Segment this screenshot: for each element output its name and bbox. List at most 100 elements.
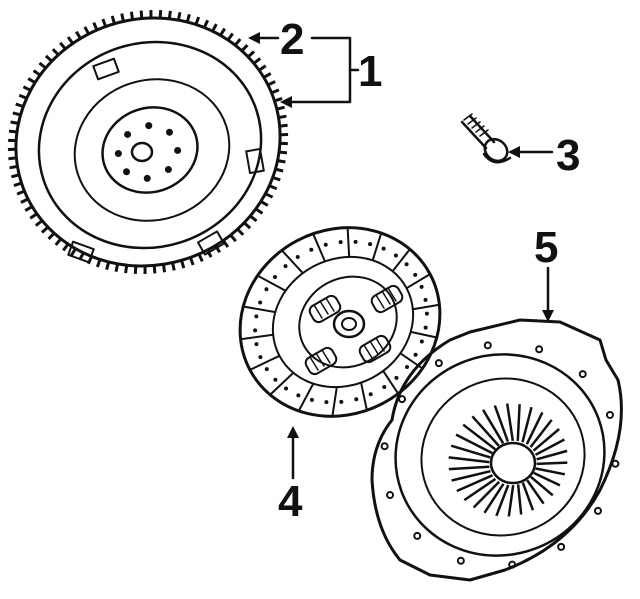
- pressure-plate-inner-ring: [420, 377, 586, 537]
- disc-segment-groove: [382, 370, 400, 395]
- diaphragm-finger: [507, 485, 515, 517]
- disc-rivet: [272, 275, 277, 280]
- disc-rivet: [253, 328, 258, 333]
- diaphragm-finger: [493, 405, 510, 443]
- flywheel-ring-gear-teeth: [7, 10, 289, 274]
- diaphragm-finger: [516, 404, 521, 442]
- pressure-plate-outer-ring: [394, 353, 606, 557]
- disc-hub-bore: [341, 317, 357, 331]
- disc-damper-spring: [358, 334, 392, 364]
- disc-segment-groove: [360, 382, 368, 411]
- flywheel-hub: [101, 106, 199, 194]
- diaphragm-finger: [534, 438, 565, 456]
- cover-mounting-hole: [611, 459, 620, 468]
- disc-rivet: [273, 377, 278, 382]
- disc-rivet: [323, 242, 328, 247]
- diaphragm-finger: [532, 428, 560, 452]
- disc-rivet: [381, 246, 386, 251]
- disc-rivet: [405, 364, 410, 369]
- flywheel-center-bore: [130, 141, 154, 163]
- disc-splined-hub: [332, 309, 366, 339]
- disc-rivet: [413, 272, 418, 277]
- disc-segment-groove: [257, 274, 287, 292]
- diaphragm-finger: [483, 483, 505, 514]
- diaphragm-finger: [505, 403, 515, 441]
- bolt-shank: [460, 114, 496, 150]
- disc-rivet: [419, 339, 424, 344]
- disc-rivet: [368, 392, 373, 397]
- flywheel-bolt-hole: [165, 128, 173, 136]
- disc-rivet: [368, 242, 373, 247]
- disc-rivet: [382, 385, 387, 390]
- pressure-plate-mounting-holes: [380, 341, 620, 569]
- diaphragm-finger: [472, 480, 501, 509]
- flywheel-bolt-hole: [114, 150, 122, 158]
- diaphragm-finger: [471, 415, 500, 447]
- flywheel-bolt: [460, 113, 512, 164]
- flywheel: [7, 10, 289, 274]
- cover-mounting-hole: [380, 442, 389, 451]
- disc-rivet: [339, 399, 344, 404]
- cover-mounting-hole: [508, 560, 517, 569]
- disc-rivet: [353, 239, 358, 244]
- disc-rivet: [424, 311, 429, 316]
- disc-segment-groove: [312, 233, 326, 262]
- bolt-threads: [463, 113, 489, 137]
- diaphragm-finger: [456, 474, 494, 493]
- disc-segment-groove: [243, 305, 276, 314]
- disc-rivet: [324, 400, 329, 405]
- callout-label-4: 4: [278, 477, 303, 526]
- diaphragm-finger: [535, 467, 566, 476]
- disc-outer-edge: [238, 226, 442, 418]
- cover-mounting-hole: [434, 359, 443, 368]
- diaphragm-finger: [448, 456, 490, 464]
- cover-mounting-hole: [413, 531, 422, 540]
- flywheel-outer-rim: [14, 16, 282, 268]
- disc-rivet: [258, 355, 263, 360]
- disc-hub-plate: [298, 275, 398, 369]
- disc-rivet: [309, 247, 314, 252]
- disc-rivet: [254, 314, 259, 319]
- disc-rivet: [309, 397, 314, 402]
- diaphragm-finger: [463, 477, 497, 502]
- cover-mounting-hole: [593, 506, 602, 515]
- diaphragm-finger: [516, 484, 523, 515]
- disc-rivet: [394, 375, 399, 380]
- disc-rivet: [295, 254, 300, 259]
- disc-segment-groove: [281, 249, 304, 274]
- disc-segment-groove: [391, 248, 411, 272]
- diaphragm-finger: [533, 471, 561, 487]
- disc-segment-groove: [331, 386, 338, 417]
- callout-label-1: 1: [358, 47, 382, 96]
- disc-rivet: [283, 264, 288, 269]
- disc-rivet: [423, 297, 428, 302]
- flywheel-bolt-hole: [123, 168, 131, 176]
- flywheel-tab: [196, 230, 226, 256]
- cover-mounting-hole: [605, 410, 614, 419]
- disc-segment-groove: [240, 333, 274, 341]
- clutch-disc: [238, 226, 442, 418]
- flywheel-bolt-hole: [145, 122, 153, 130]
- cover-mounting-hole: [386, 491, 395, 500]
- cover-mounting-hole: [578, 370, 587, 379]
- diaphragm-finger: [536, 461, 568, 466]
- disc-rivet: [423, 325, 428, 330]
- diaphragm-finger: [451, 469, 491, 482]
- disc-rivet: [254, 342, 259, 347]
- flywheel-inner-ring: [73, 78, 231, 222]
- bolt-washer: [482, 152, 512, 164]
- disc-damper-spring: [304, 346, 338, 376]
- disc-rivet: [258, 300, 263, 305]
- flywheel-bolt-hole: [124, 130, 132, 138]
- diaphragm-finger: [529, 475, 554, 497]
- disc-rivet: [338, 240, 343, 245]
- disc-rivet: [284, 386, 289, 391]
- diaphragm-finger: [521, 406, 533, 443]
- diaphragm-finger: [462, 423, 496, 451]
- disc-segment-groove: [297, 383, 315, 412]
- disc-rivet: [419, 284, 424, 289]
- diaphragm-finger: [525, 411, 544, 445]
- flywheel-tab: [92, 57, 120, 81]
- disc-rivet: [296, 393, 301, 398]
